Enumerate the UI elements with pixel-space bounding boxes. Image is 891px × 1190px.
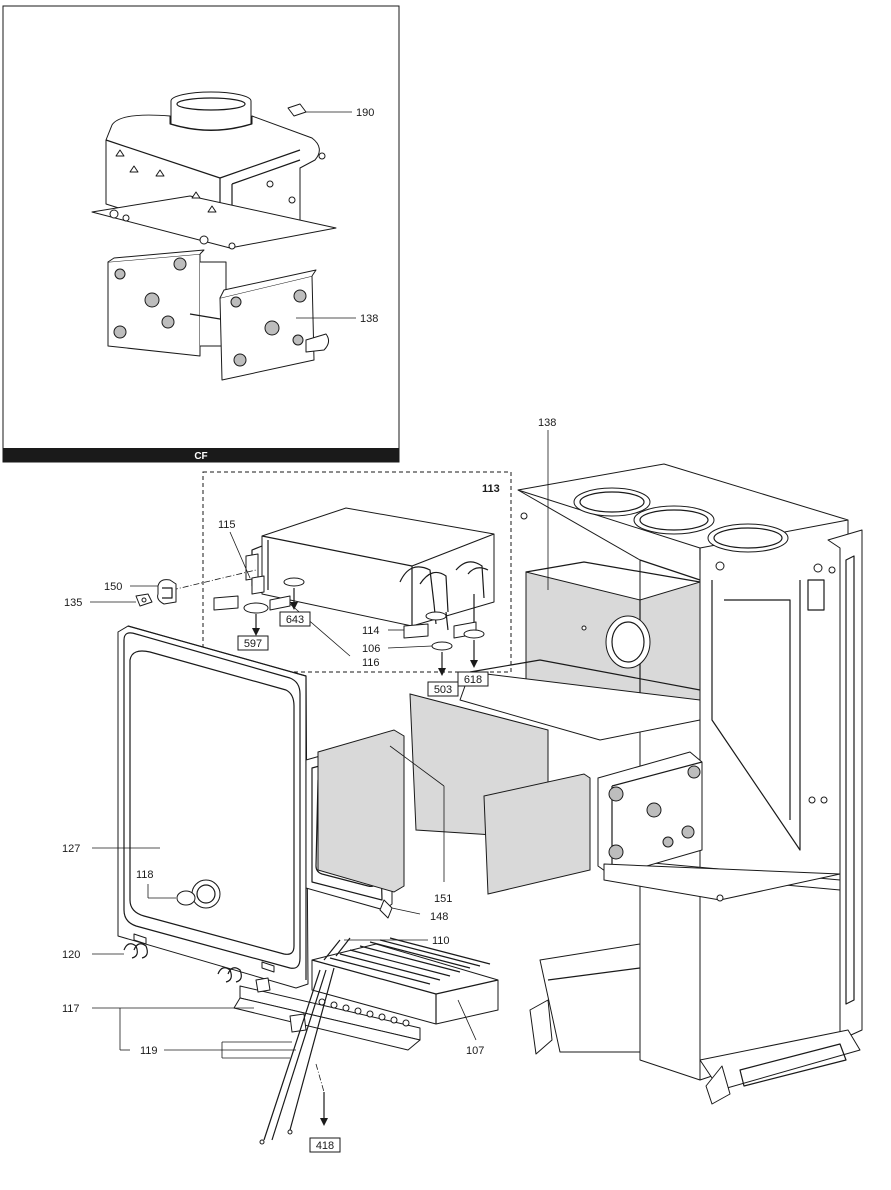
ref-618: 618	[464, 674, 482, 686]
callout-190: 190	[356, 107, 374, 119]
front-cover-127: 127 118	[62, 625, 309, 989]
clip-150-and-screw-135: 150 135	[64, 579, 177, 609]
callout-148: 148	[430, 911, 448, 923]
ref-box-418	[309, 1137, 341, 1153]
inner-panels: 151 148	[305, 693, 591, 923]
callout-115: 115	[218, 519, 236, 531]
inset-draft-hood	[91, 91, 337, 250]
inset-label-band	[3, 448, 399, 462]
callout-110: 110	[432, 935, 450, 947]
callout-116: 116	[362, 657, 380, 669]
callout-106: 106	[362, 643, 380, 655]
callout-135: 135	[64, 597, 82, 609]
boiler-frame-138	[459, 463, 863, 1105]
callout-120: 120	[62, 949, 80, 961]
leaders-117-119: 117 119	[62, 1003, 296, 1059]
burner-107: 110 107	[233, 935, 499, 1145]
inset-callout-138: 138	[360, 313, 378, 325]
callout-114: 114	[362, 625, 380, 637]
heat-exchanger-assembly-113: 113 115 116 114 106	[171, 471, 512, 673]
assembly-113-boundary	[202, 471, 512, 673]
clips-120: 120	[62, 943, 242, 983]
callout-119: 119	[140, 1045, 158, 1057]
ref-box-503	[427, 681, 459, 697]
callout-127: 127	[62, 843, 80, 855]
callout-118: 118	[136, 869, 154, 881]
callout-138: 138	[538, 417, 556, 429]
inset-frame-138	[107, 249, 330, 381]
callout-151: 151	[434, 893, 452, 905]
ref-597: 597	[244, 638, 262, 650]
ref-503: 503	[434, 684, 452, 696]
burner-ramps	[329, 937, 491, 985]
callout-150: 150	[104, 581, 122, 593]
callout-107: 107	[466, 1045, 484, 1057]
inset-label-cf: CF	[194, 451, 207, 462]
ref-418: 418	[316, 1140, 334, 1152]
ref-643: 643	[286, 614, 304, 626]
ref-box-643	[279, 611, 311, 627]
reference-arrows: 597 643 503 618 418	[237, 588, 489, 1153]
ref-box-597	[237, 635, 269, 651]
callout-117: 117	[62, 1003, 80, 1015]
injector-row	[318, 998, 410, 1027]
ref-box-618	[457, 671, 489, 687]
inset-cf-panel: CF	[2, 5, 400, 463]
assembly-label-113: 113	[482, 483, 500, 495]
